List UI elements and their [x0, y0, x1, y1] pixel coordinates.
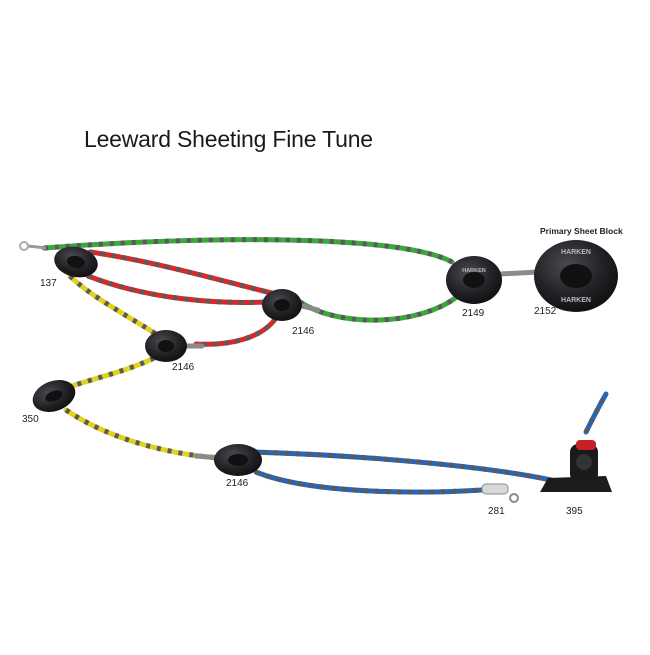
- part-label-395: 395: [566, 506, 583, 517]
- blue-line: [249, 391, 609, 495]
- snap-shackle-top: [19, 241, 47, 251]
- block-2149: HARKEN: [446, 256, 502, 304]
- part-label-2146-upper: 2146: [292, 326, 315, 337]
- block-2146-upper: [262, 289, 302, 321]
- block-137: [54, 246, 98, 278]
- part-label-350: 350: [22, 414, 39, 425]
- block-2152: HARKEN HARKEN: [534, 240, 618, 312]
- brand-mark-2152-top: HARKEN: [561, 249, 591, 256]
- block-350: [32, 380, 76, 412]
- yellow-line: [63, 273, 221, 461]
- part-label-2152: 2152: [534, 306, 557, 317]
- part-label-2149: 2149: [462, 308, 485, 319]
- part-label-281: 281: [488, 506, 505, 517]
- part-label-2146-mid: 2146: [172, 362, 195, 373]
- block-2146-mid: [145, 330, 187, 362]
- primary-sheet-block-label: Primary Sheet Block: [540, 226, 623, 236]
- brand-mark-2149: HARKEN: [462, 268, 486, 274]
- block-2146-lower: [214, 444, 262, 476]
- part-label-137: 137: [40, 278, 57, 289]
- cam-cleat-395: [540, 440, 612, 492]
- snap-shackle-281: [481, 483, 519, 503]
- red-line: [85, 249, 279, 347]
- page-title: Leeward Sheeting Fine Tune: [84, 126, 373, 152]
- rope-lines: [41, 237, 609, 495]
- part-label-2146-lower: 2146: [226, 478, 249, 489]
- brand-mark-2152-bottom: HARKEN: [561, 297, 591, 304]
